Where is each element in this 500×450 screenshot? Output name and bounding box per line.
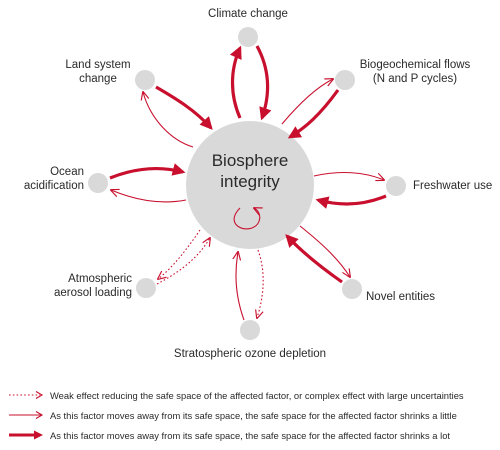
label-biogeo-line-1: Biogeochemical flows [359,59,471,71]
arrow-ocean-to-hub [109,163,186,180]
label-aerosol-line-2: aerosol loading [53,287,132,299]
label-biogeochemical-flows: Biogeochemical flows (N and P cycles) [350,58,480,86]
hub-label-line-1: Biosphere [211,151,289,170]
hub-label: Biosphere integrity [190,150,310,192]
label-biogeo-line-2: (N and P cycles) [372,73,458,85]
label-aerosol-line-1: Atmospheric [68,273,132,285]
label-stratospheric-ozone-depletion: Stratospheric ozone depletion [173,348,327,360]
label-land-line-1: Land system [65,59,131,71]
arrow-hub-to-ozone [257,249,264,318]
node-land-system-change [135,70,155,90]
node-novel-entities [342,279,362,299]
arrow-biogeo-to-hub [287,89,340,139]
arrow-hub-to-novel [299,225,350,277]
label-novel-entities: Novel entities [366,291,436,303]
arrow-hub-to-ocean [111,190,187,203]
arrow-land-to-hub [155,85,213,130]
arrow-aerosol-to-hub [156,238,210,285]
arrow-hub-to-biogeo [281,79,333,125]
legend-row-dotted: Weak effect reducing the safe space of t… [8,388,498,402]
arrow-hub-to-freshwater [313,172,384,180]
legend-dotted-arrow [9,391,44,399]
node-atmospheric-aerosol [136,278,156,298]
arrow-hub-to-land [143,92,194,148]
label-ocean-line-2: acidification [23,180,84,192]
arrow-climate-to-hub [255,45,272,121]
legend-row-thin: As this factor moves away from its safe … [8,408,498,422]
node-freshwater-use [386,176,406,196]
node-ocean-acidification [88,173,108,193]
arrow-freshwater-to-hub [315,194,387,209]
legend-thick-arrow [9,430,43,440]
label-atmospheric-aerosol-loading: Atmospheric aerosol loading [20,272,132,300]
label-ocean-acidification: Ocean acidification [0,165,84,193]
self-loop-arrow [233,208,260,230]
label-climate-change: Climate change [208,8,288,20]
legend-row-thick: As this factor moves away from its safe … [8,428,498,442]
label-freshwater-use: Freshwater use [413,180,493,192]
arrow-hub-to-climate [229,45,242,119]
hub-label-line-2: integrity [220,172,280,191]
label-land-line-2: change [79,73,117,85]
arrow-novel-to-hub [285,234,343,284]
legend-thin-text: As this factor moves away from its safe … [50,409,457,421]
biosphere-integrity-hub [186,121,314,249]
legend-thick-text: As this factor moves away from its safe … [50,429,451,441]
arrow-hub-to-aerosol [158,229,201,279]
legend-thin-arrow [9,411,44,419]
label-ocean-line-1: Ocean [50,166,84,178]
legend-dotted-text: Weak effect reducing the safe space of t… [50,389,464,401]
node-biogeochemical-flows [335,70,355,90]
node-climate-change [238,27,258,47]
node-stratospheric-ozone [240,320,260,340]
label-land-system-change: Land system change [58,58,138,86]
arrow-ozone-to-hub [236,252,245,321]
